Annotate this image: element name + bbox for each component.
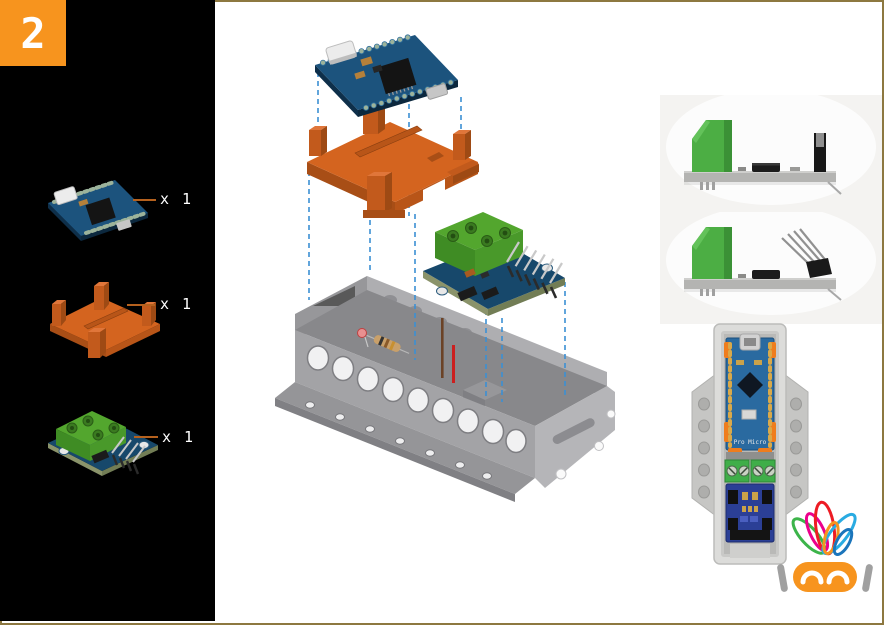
robot-face [793, 562, 857, 592]
resistor [366, 334, 410, 354]
arduino-pro-micro-board [315, 34, 458, 117]
qty-connector-line [134, 436, 158, 438]
pin-header-bent [781, 228, 828, 266]
motor-driver-terminal-module [423, 212, 565, 316]
qty-connector-line [133, 199, 156, 201]
module-side-view-pins-bent [660, 212, 882, 324]
red-wire [452, 345, 455, 383]
part-item-bracket [42, 280, 168, 362]
module-side-view-pins-straight [660, 95, 882, 213]
printed-mounting-bracket [307, 97, 479, 218]
qty-label: x 1 [162, 428, 196, 446]
step-number-badge: 2 [0, 0, 66, 66]
qty-connector-line [127, 304, 155, 306]
micro-usb-connector [325, 40, 358, 65]
qty-label: x 1 [160, 190, 194, 208]
orange-bracket-icon [50, 282, 160, 358]
part-item-arduino [40, 165, 160, 250]
smd-chip-side [752, 270, 780, 279]
terminal-driver-module-icon [48, 411, 158, 476]
step-number: 2 [20, 8, 46, 58]
printed-enclosure-body [275, 276, 616, 502]
exploded-assembly-view [275, 34, 616, 502]
arduino-pro-micro-icon [48, 180, 148, 241]
part-item-driver-module [40, 395, 166, 477]
microcontroller-chip [377, 57, 417, 97]
microcontroller-chip [737, 372, 763, 398]
brown-wire [441, 318, 444, 378]
robot-eyes [800, 570, 850, 585]
assembled-device-top-view: Pro Micro [691, 323, 809, 565]
board-silkscreen-label: Pro Micro [734, 439, 767, 446]
maker-robot-logo [777, 500, 873, 592]
qty-label: x 1 [160, 295, 194, 313]
parts-sidebar: x 1 x 1 [0, 0, 215, 621]
